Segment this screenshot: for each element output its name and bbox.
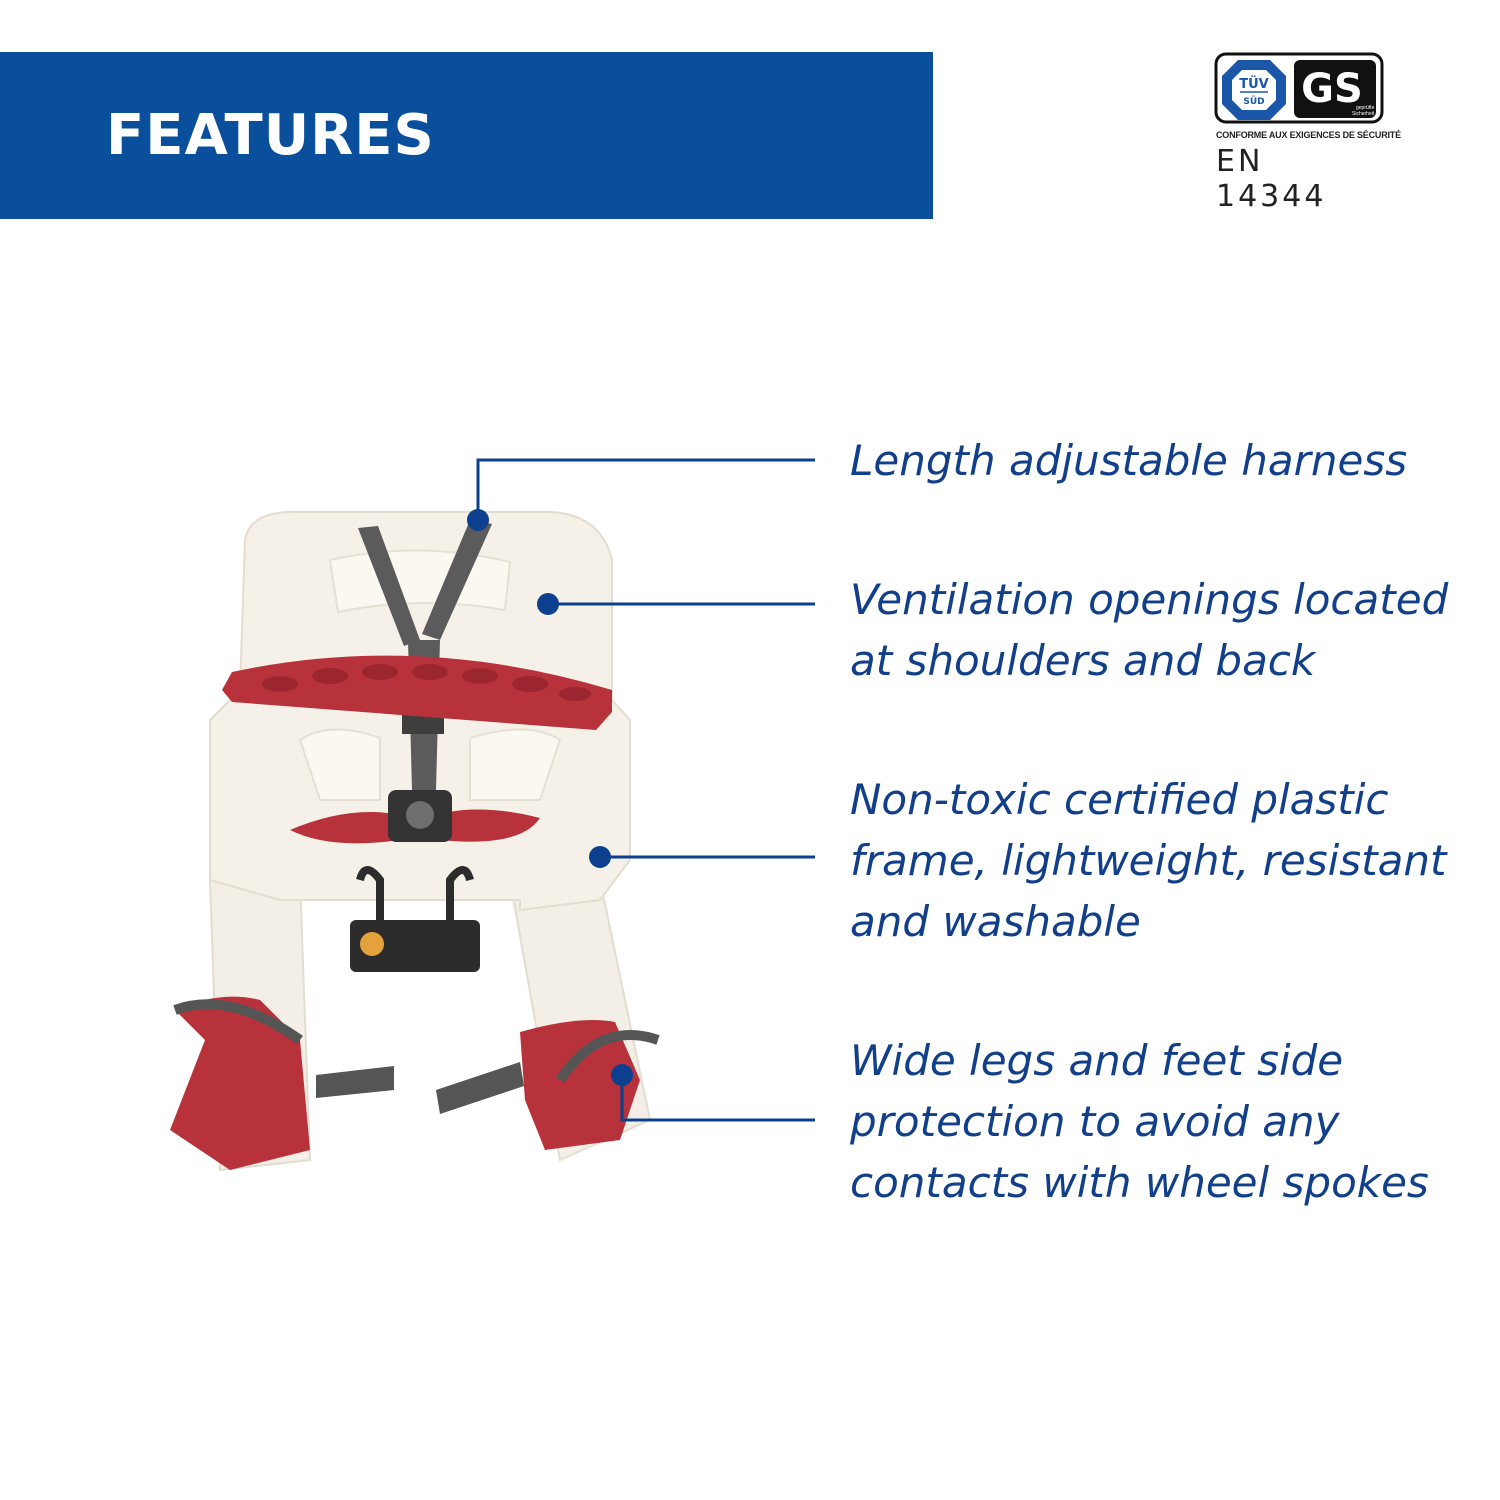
tuv-top-text: TÜV xyxy=(1239,76,1269,92)
feature-ventilation-line-2: at shoulders and back xyxy=(850,636,1316,685)
feature-leg-protection-line-3: contacts with wheel spokes xyxy=(850,1158,1429,1207)
gs-caption-1: geprüfte xyxy=(1356,105,1375,111)
standard-code: EN 14344 xyxy=(1216,144,1327,214)
feature-plastic-frame-line-1: Non-toxic certified plastic xyxy=(850,775,1389,824)
feature-leg-protection-line-1: Wide legs and feet side xyxy=(850,1036,1344,1085)
leader-lines xyxy=(476,458,815,1122)
tuv-gs-logo-icon: TÜV SÜD GS geprüfte Sicherheit xyxy=(1214,52,1384,124)
page-title: FEATURES xyxy=(106,103,435,168)
feature-harness-line-1: Length adjustable harness xyxy=(850,436,1408,485)
tuv-bottom-text: SÜD xyxy=(1243,96,1264,107)
header-banner xyxy=(0,52,933,219)
feature-plastic-frame: Non-toxic certified plastic frame, light… xyxy=(850,769,1446,952)
callout-dots xyxy=(467,509,633,1086)
feature-ventilation: Ventilation openings located at shoulder… xyxy=(850,569,1448,691)
feature-plastic-frame-line-3: and washable xyxy=(850,897,1141,946)
conformity-text: CONFORME AUX EXIGENCES DE SÉCURITÉ xyxy=(1216,130,1401,140)
gs-caption-2: Sicherheit xyxy=(1352,111,1375,117)
feature-ventilation-line-1: Ventilation openings located xyxy=(850,575,1449,624)
feature-leg-protection-line-2: protection to avoid any xyxy=(850,1097,1340,1146)
certification-marks: TÜV SÜD GS geprüfte Sicherheit CONFORME … xyxy=(1214,52,1401,214)
feature-plastic-frame-line-2: frame, lightweight, resistant xyxy=(850,836,1447,885)
feature-leg-protection: Wide legs and feet side protection to av… xyxy=(850,1030,1429,1213)
gs-mark-text: GS xyxy=(1301,66,1363,112)
feature-harness: Length adjustable harness xyxy=(850,430,1407,491)
